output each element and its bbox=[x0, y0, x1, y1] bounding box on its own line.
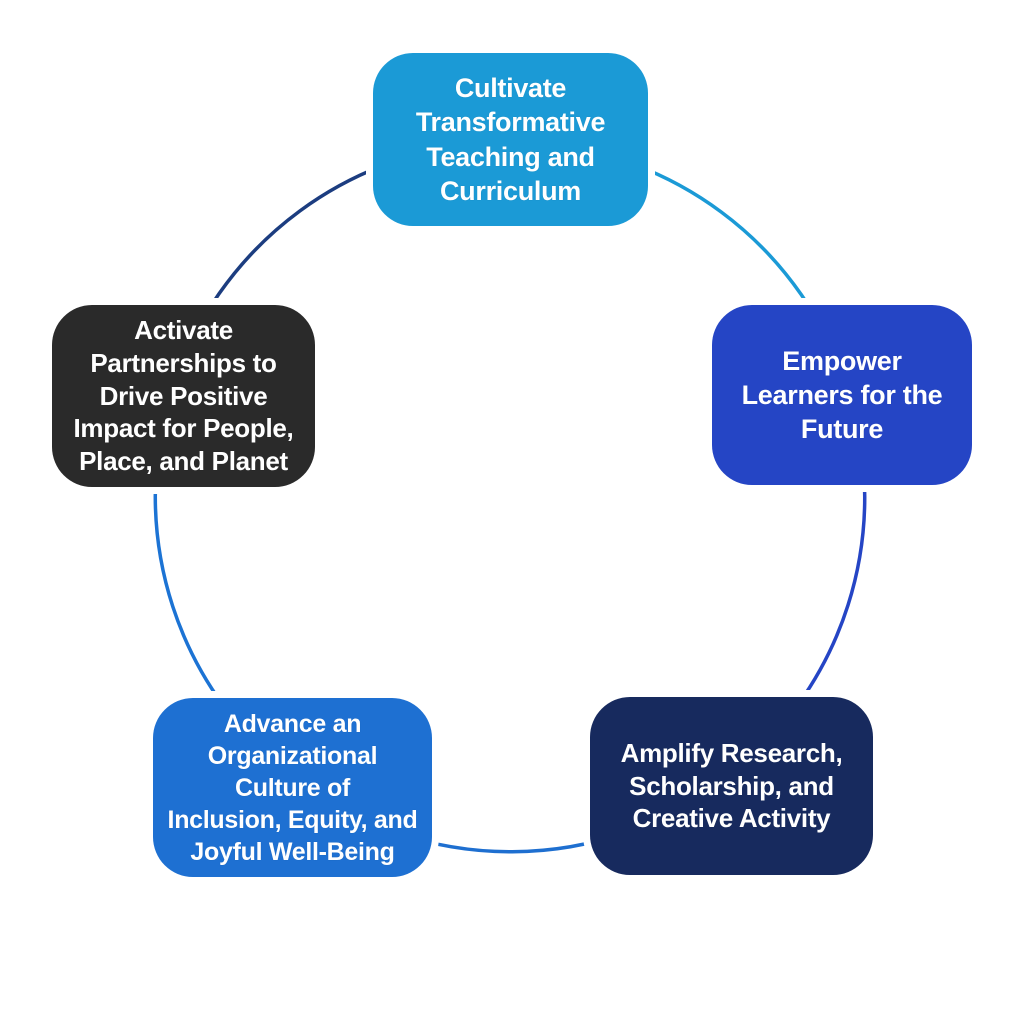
node-label-activate-partnerships: Activate Partnerships to Drive Positive … bbox=[73, 315, 294, 477]
node-activate-partnerships: Activate Partnerships to Drive Positive … bbox=[52, 305, 315, 487]
node-advance-culture: Advance an Organizational Culture of Inc… bbox=[153, 698, 432, 877]
node-label-advance-culture: Advance an Organizational Culture of Inc… bbox=[167, 709, 418, 866]
node-label-cultivate-teaching: Cultivate Transformative Teaching and Cu… bbox=[415, 73, 606, 206]
node-label-empower-learners: Empower Learners for the Future bbox=[741, 345, 943, 444]
node-cultivate-teaching: Cultivate Transformative Teaching and Cu… bbox=[373, 53, 648, 226]
node-empower-learners: Empower Learners for the Future bbox=[712, 305, 972, 485]
node-label-amplify-research: Amplify Research, Scholarship, and Creat… bbox=[620, 737, 843, 834]
node-amplify-research: Amplify Research, Scholarship, and Creat… bbox=[590, 697, 873, 875]
